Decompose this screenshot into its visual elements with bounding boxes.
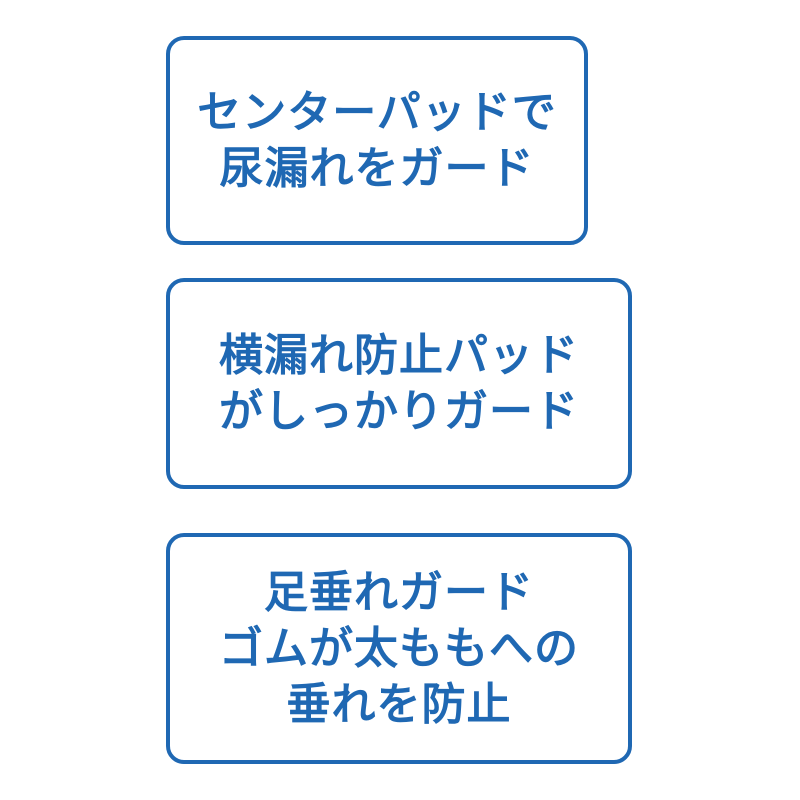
feature-text-line: センターパッドで (197, 86, 557, 138)
feature-text-line: 横漏れ防止パッド (219, 329, 579, 381)
feature-card-side-leak-pad: 横漏れ防止パッド がしっかりガード (166, 278, 632, 489)
feature-text-line: ゴムが太ももへの (219, 622, 579, 674)
feature-text-line: 尿漏れをガード (219, 142, 535, 194)
feature-card-leg-guard: 足垂れガード ゴムが太ももへの 垂れを防止 (166, 533, 632, 764)
feature-text-line: がしっかりガード (219, 385, 579, 437)
feature-text-line: 足垂れガード (264, 566, 534, 618)
feature-text-line: 垂れを防止 (286, 678, 512, 730)
feature-card-center-pad: センターパッドで 尿漏れをガード (166, 36, 588, 245)
